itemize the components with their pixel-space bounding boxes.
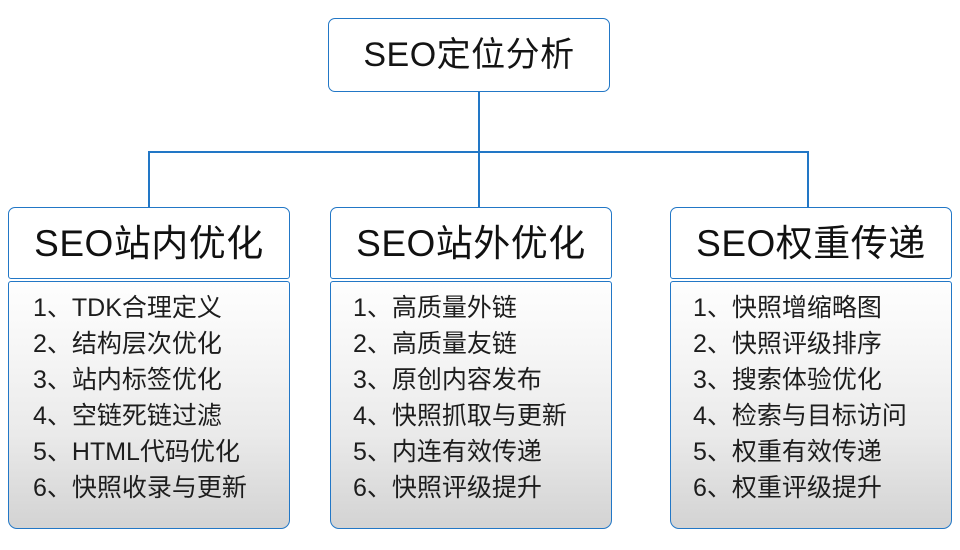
branch-column-1: SEO站内优化 1、TDK合理定义 2、结构层次优化 3、站内标签优化 4、空链… [8,207,290,529]
list-item: 3、原创内容发布 [353,366,542,394]
list-item: 4、检索与目标访问 [693,402,907,430]
connector-drop-branch-2 [478,151,480,208]
list-item: 3、搜索体验优化 [693,366,882,394]
connector-trunk-vertical [478,92,480,152]
list-item: 1、快照增缩略图 [693,294,882,322]
branch-header-label-3: SEO权重传递 [696,222,926,264]
list-item: 2、高质量友链 [353,330,517,358]
branch-column-2: SEO站外优化 1、高质量外链 2、高质量友链 3、原创内容发布 4、快照抓取与… [330,207,612,529]
list-item: 6、快照收录与更新 [33,474,247,502]
branch-header-3[interactable]: SEO权重传递 [670,207,952,279]
list-item: 5、HTML代码优化 [33,438,240,466]
list-item: 1、高质量外链 [353,294,517,322]
list-item: 2、结构层次优化 [33,330,222,358]
list-item: 6、快照评级提升 [353,474,542,502]
branch-body-1: 1、TDK合理定义 2、结构层次优化 3、站内标签优化 4、空链死链过滤 5、H… [8,281,290,529]
root-node[interactable]: SEO定位分析 [328,18,610,92]
branch-header-1[interactable]: SEO站内优化 [8,207,290,279]
connector-drop-branch-3 [807,151,809,208]
list-item: 4、快照抓取与更新 [353,402,567,430]
list-item: 5、权重有效传递 [693,438,882,466]
root-node-label: SEO定位分析 [363,36,575,74]
list-item: 5、内连有效传递 [353,438,542,466]
branch-header-label-2: SEO站外优化 [356,222,586,264]
connector-drop-branch-1 [148,151,150,208]
list-item: 2、快照评级排序 [693,330,882,358]
branch-column-3: SEO权重传递 1、快照增缩略图 2、快照评级排序 3、搜索体验优化 4、检索与… [670,207,952,529]
list-item: 6、权重评级提升 [693,474,882,502]
branch-header-label-1: SEO站内优化 [34,222,264,264]
list-item: 3、站内标签优化 [33,366,222,394]
branch-header-2[interactable]: SEO站外优化 [330,207,612,279]
branch-body-3: 1、快照增缩略图 2、快照评级排序 3、搜索体验优化 4、检索与目标访问 5、权… [670,281,952,529]
list-item: 1、TDK合理定义 [33,294,222,322]
branch-body-2: 1、高质量外链 2、高质量友链 3、原创内容发布 4、快照抓取与更新 5、内连有… [330,281,612,529]
list-item: 4、空链死链过滤 [33,402,222,430]
